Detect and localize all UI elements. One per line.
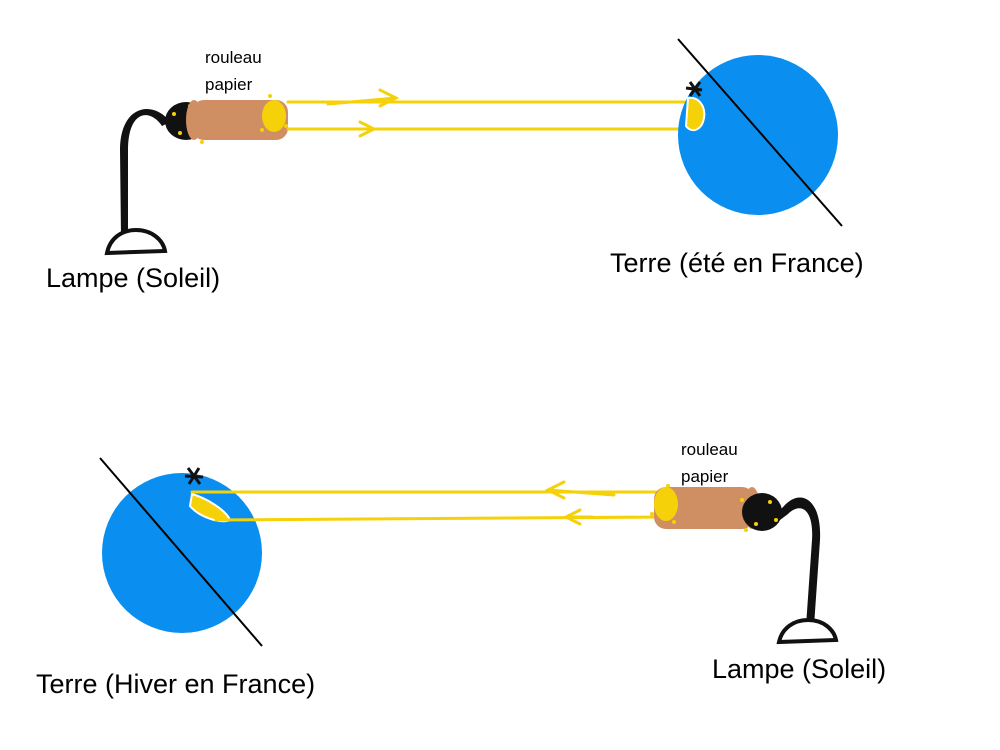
bottom-lamp [740, 493, 839, 645]
bottom-lamp-base [776, 617, 839, 645]
bottom-lamp-head [742, 493, 782, 531]
bottom-lamp-stand [776, 497, 821, 626]
bottom-scene: rouleau papier Terre (Hiver en France) L… [36, 440, 886, 699]
top-earth-globe [678, 55, 838, 215]
top-lamp-stand [120, 109, 170, 236]
bottom-tube-glow-dots [650, 484, 748, 532]
top-light-rays [286, 88, 692, 138]
top-tube-label-line2: papier [205, 75, 253, 94]
top-scene: rouleau papier Lampe (Soleil) Terre (été… [46, 38, 864, 293]
bottom-light-rays [190, 480, 666, 526]
bottom-earth-france-marker [184, 467, 204, 485]
top-earth-france-marker [685, 81, 703, 97]
bottom-tube-label-line2: papier [681, 467, 729, 486]
top-lamp-label: Lampe (Soleil) [46, 263, 220, 293]
top-tube-light-spot [262, 100, 286, 132]
top-ray-upper-arrow [326, 88, 400, 108]
bottom-lamp-label: Lampe (Soleil) [712, 654, 886, 684]
top-tube-label-line1: rouleau [205, 48, 262, 67]
top-paper-tube [186, 94, 288, 144]
top-earth [677, 38, 843, 227]
bottom-lamp-glow-dots [740, 498, 778, 526]
top-tube-end-left [186, 100, 202, 140]
bottom-ray-upper-arrow [544, 480, 616, 500]
bottom-earth [99, 457, 263, 647]
top-earth-light-spot [684, 96, 706, 132]
top-ray-lower-arrow [348, 120, 378, 138]
top-earth-label: Terre (été en France) [610, 248, 864, 278]
top-tube-glow-dots [200, 94, 288, 144]
bottom-tube-label-line1: rouleau [681, 440, 738, 459]
bottom-earth-axis [99, 457, 263, 647]
bottom-earth-label: Terre (Hiver en France) [36, 669, 315, 699]
bottom-ray-lower-arrow [562, 508, 594, 526]
bottom-tube-body [654, 487, 754, 529]
top-lamp-base [104, 227, 168, 256]
bottom-tube-light-spot [654, 487, 678, 521]
top-earth-axis [677, 38, 843, 227]
bottom-ray-lower [214, 515, 666, 522]
